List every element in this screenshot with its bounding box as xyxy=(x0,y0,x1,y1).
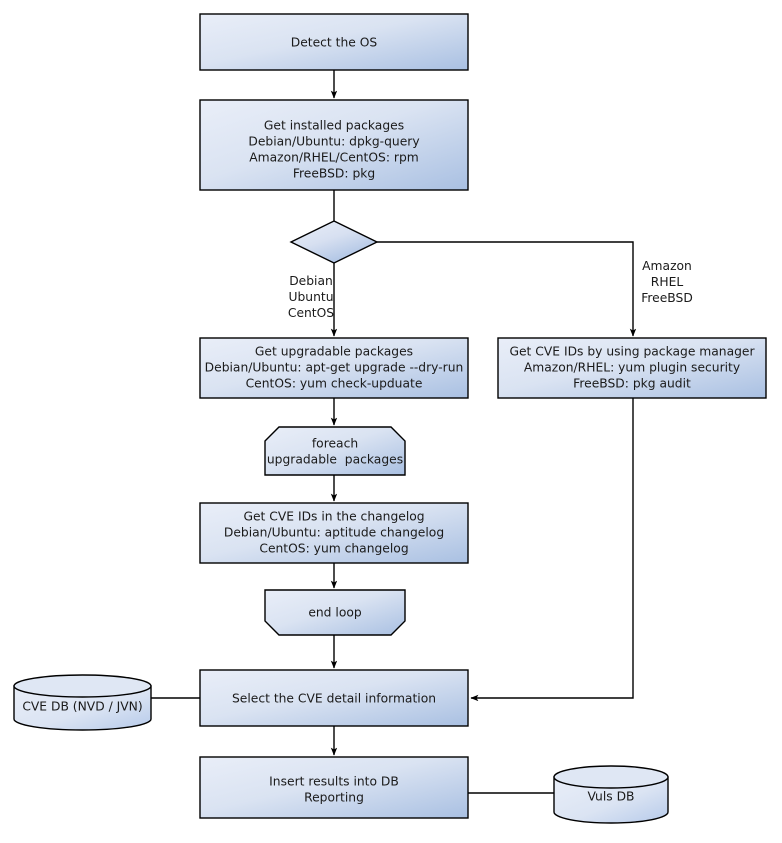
get-upgradable-packages-label-0: Get upgradable packages xyxy=(255,345,413,359)
insert-results-label-1: Reporting xyxy=(304,791,364,805)
edge-right-to-select xyxy=(470,398,634,702)
end-loop-label-0: end loop xyxy=(308,606,362,620)
foreach-loop-start-shape xyxy=(264,426,406,476)
get-cve-ids-changelog-shape xyxy=(199,502,469,564)
node-foreach-loop-start[interactable]: foreach upgradable packages xyxy=(264,426,406,476)
get-cve-ids-package-manager-shape xyxy=(497,337,767,399)
edge-label-left-branch: Debian Ubuntu CentOS xyxy=(288,274,334,320)
vuls-db-label-0: Vuls DB xyxy=(587,790,634,804)
node-get-cve-ids-package-manager[interactable]: Get CVE IDs by using package manager Ama… xyxy=(497,337,767,399)
edge-decision-right xyxy=(377,241,637,337)
get-cve-ids-package-manager-label-2: FreeBSD: pkg audit xyxy=(573,377,691,391)
left-branch-line-2: CentOS xyxy=(288,306,334,320)
cve-db-top-ellipse xyxy=(13,674,152,698)
node-detect-os[interactable]: Detect the OS xyxy=(199,13,469,71)
left-branch-line-0: Debian xyxy=(289,274,333,288)
select-cve-detail-label-0: Select the CVE detail information xyxy=(232,692,436,706)
cve-db-body-shape xyxy=(13,685,152,731)
insert-results-label-0: Insert results into DB xyxy=(269,775,399,789)
get-installed-packages-label-1: Debian/Ubuntu: dpkg-query xyxy=(248,135,419,149)
get-cve-ids-package-manager-label-0: Get CVE IDs by using package manager xyxy=(509,345,755,359)
get-installed-packages-shape xyxy=(199,99,469,191)
get-installed-packages-label-3: FreeBSD: pkg xyxy=(293,167,375,181)
os-branch-diamond-shape xyxy=(289,220,379,264)
get-installed-packages-label-0: Get installed packages xyxy=(264,119,404,133)
left-branch-line-1: Ubuntu xyxy=(288,290,333,304)
get-upgradable-packages-label-1: Debian/Ubuntu: apt-get upgrade --dry-run xyxy=(205,361,464,375)
node-end-loop[interactable]: end loop xyxy=(264,589,406,636)
get-upgradable-packages-shape xyxy=(199,337,469,399)
node-get-cve-ids-changelog[interactable]: Get CVE IDs in the changelog Debian/Ubun… xyxy=(199,502,469,564)
get-upgradable-packages-label-2: CentOS: yum check-upduate xyxy=(246,377,423,391)
vuls-db-top-ellipse xyxy=(553,765,669,789)
right-branch-line-0: Amazon xyxy=(642,259,692,273)
node-vuls-db[interactable]: Vuls DB xyxy=(553,765,669,824)
select-cve-detail-shape xyxy=(199,669,469,727)
get-cve-ids-changelog-label-1: Debian/Ubuntu: aptitude changelog xyxy=(224,526,444,540)
end-loop-shape xyxy=(264,589,406,636)
right-branch-line-2: FreeBSD xyxy=(641,291,693,305)
foreach-loop-start-label-1: upgradable packages xyxy=(267,453,403,467)
detect-os-shape xyxy=(199,13,469,71)
connector-layer xyxy=(151,70,637,794)
get-cve-ids-changelog-label-0: Get CVE IDs in the changelog xyxy=(243,510,424,524)
get-cve-ids-changelog-label-2: CentOS: yum changelog xyxy=(259,542,408,556)
detect-os-label-0: Detect the OS xyxy=(291,36,378,50)
get-cve-ids-package-manager-label-1: Amazon/RHEL: yum plugin security xyxy=(524,361,740,375)
node-select-cve-detail[interactable]: Select the CVE detail information xyxy=(199,669,469,727)
node-os-branch-decision[interactable] xyxy=(289,220,379,264)
node-insert-results[interactable]: Insert results into DB Reporting xyxy=(199,756,469,819)
get-installed-packages-label-2: Amazon/RHEL/CentOS: rpm xyxy=(249,151,419,165)
foreach-loop-start-label-0: foreach xyxy=(312,437,358,451)
node-cve-db[interactable]: CVE DB (NVD / JVN) xyxy=(13,674,152,731)
edge-label-right-branch: Amazon RHEL FreeBSD xyxy=(641,259,693,305)
right-branch-line-1: RHEL xyxy=(651,275,684,289)
node-get-upgradable-packages[interactable]: Get upgradable packages Debian/Ubuntu: a… xyxy=(199,337,469,399)
node-get-installed-packages[interactable]: Get installed packages Debian/Ubuntu: dp… xyxy=(199,99,469,191)
vuls-db-body-shape xyxy=(553,776,669,824)
insert-results-shape xyxy=(199,756,469,819)
cve-db-label-0: CVE DB (NVD / JVN) xyxy=(22,700,142,714)
